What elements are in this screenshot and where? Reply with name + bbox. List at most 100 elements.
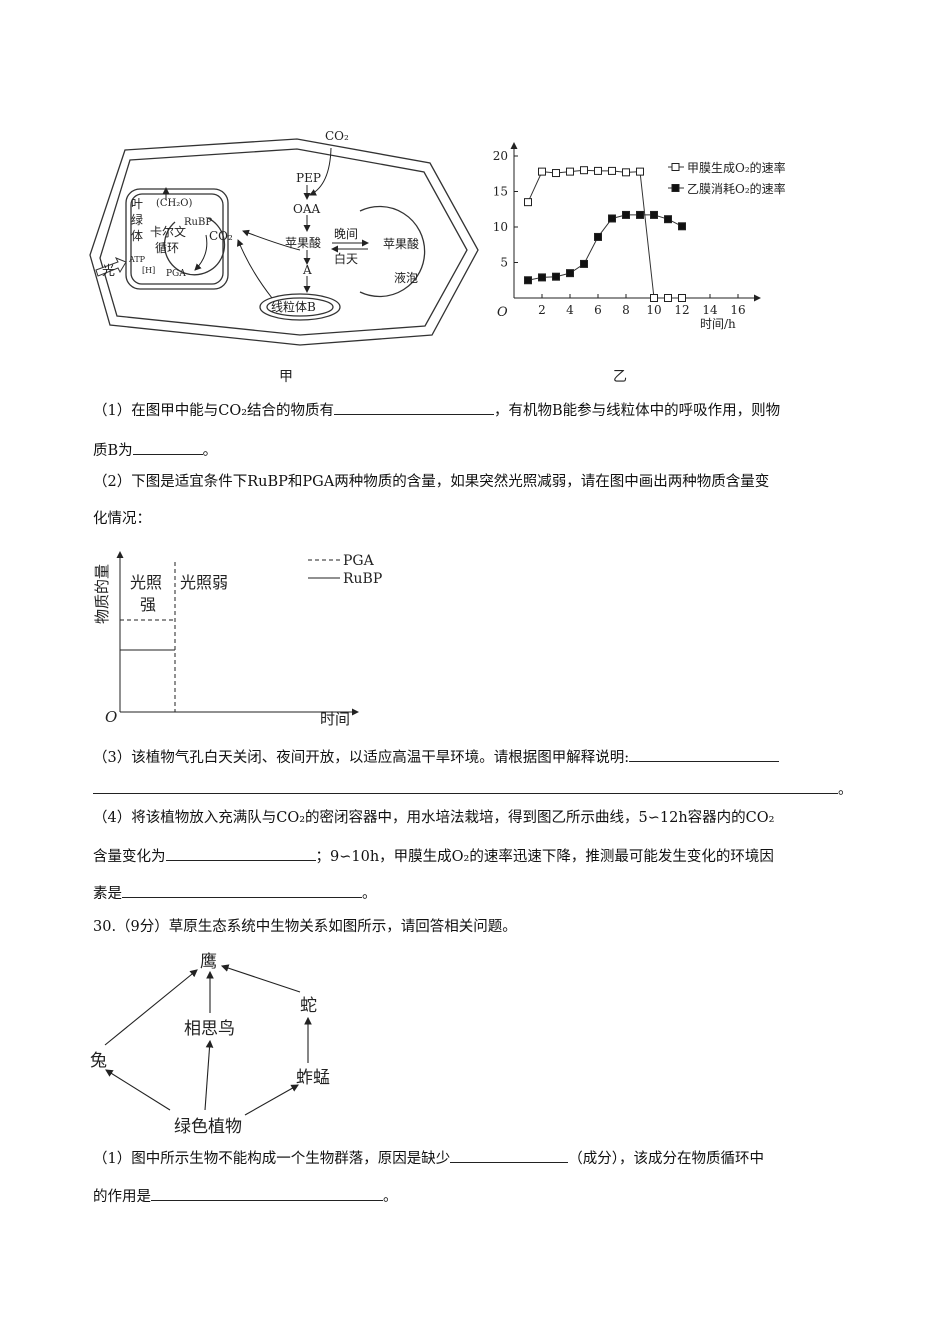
data-point <box>622 210 630 219</box>
q30-blank-2[interactable] <box>151 1186 383 1201</box>
data-point <box>580 259 588 268</box>
q3-text: （3）该植物气孔白天关闭、夜间开放，以适应高温干旱环境。请根据图甲解释说明: <box>93 750 630 766</box>
q3-line2: 。 <box>93 779 853 800</box>
y-tick-label: 5 <box>500 256 508 270</box>
arrow-plant-rabbit <box>105 1069 171 1111</box>
malic-acid-label: 苹果酸 <box>285 235 321 250</box>
q3-blank-2[interactable] <box>93 779 838 794</box>
data-point <box>566 269 574 278</box>
atp-label: ATP <box>128 255 146 264</box>
a-label: A <box>302 263 312 277</box>
calvin-label-2: 循环 <box>155 241 179 255</box>
weak-label: 光照弱 <box>180 573 228 592</box>
mitochondrion <box>259 293 341 321</box>
x-tick-label: 6 <box>594 303 602 317</box>
x-label: 时间 <box>320 710 350 728</box>
period: 。 <box>202 443 218 459</box>
q30-text: （1）图中所示生物不能构成一个生物群落，原因是缺少 <box>93 1151 451 1167</box>
data-point <box>678 294 686 302</box>
night-label: 晚间 <box>334 227 358 241</box>
q30-1-line2: 的作用是 。 <box>93 1186 398 1207</box>
arrow-plant-grasshopper <box>244 1084 299 1116</box>
x-tick-label: 16 <box>730 303 745 317</box>
origin-label: O <box>497 305 508 320</box>
arrow-plant-bird <box>204 1039 214 1111</box>
data-point <box>538 167 546 176</box>
q4-blank-2[interactable] <box>122 883 362 898</box>
data-point <box>608 214 616 223</box>
legend-marker <box>671 184 680 192</box>
q4-blank-1[interactable] <box>165 846 316 861</box>
q30-heading: 30.（9分）草原生态系统中生物关系如图所示，请回答相关问题。 <box>93 919 517 935</box>
data-point <box>538 273 546 282</box>
data-point <box>664 215 672 224</box>
q3-line1: （3）该植物气孔白天关闭、夜间开放，以适应高温干旱环境。请根据图甲解释说明: <box>93 747 780 768</box>
legend-marker <box>671 163 680 171</box>
period: 。 <box>362 886 377 902</box>
q1-blank-2[interactable] <box>132 440 203 455</box>
node-plant: 绿色植物 <box>174 1117 242 1137</box>
period: 。 <box>383 1189 398 1205</box>
node-rabbit: 兔 <box>90 1051 107 1071</box>
q4-line3: 素是 。 <box>93 883 377 904</box>
ch2o-label: (CH₂O) <box>156 198 192 209</box>
chloroplast-label-2: 绿 <box>131 212 143 227</box>
node-eagle: 鹰 <box>200 952 217 972</box>
period: 。 <box>838 782 853 798</box>
arrow-rabbit-eagle <box>104 969 198 1046</box>
oaa-label: OAA <box>293 202 321 216</box>
co2-chloroplast-label: CO₂ <box>209 229 233 243</box>
mitochondrion-label: 线粒体B <box>271 299 316 314</box>
x-axis-label: 时间/h <box>700 317 736 331</box>
arrow-snake-eagle <box>220 964 301 993</box>
q1-text-3: 质B为 <box>93 443 133 459</box>
q4-text-4: 素是 <box>93 886 122 902</box>
vacuole <box>359 205 426 298</box>
q4-line1: （4）将该植物放入充满队与CO₂的密闭容器中，用水培法栽培，得到图乙所示曲线，5… <box>93 810 775 826</box>
vacuole-malic-label: 苹果酸 <box>383 236 419 251</box>
data-point <box>580 166 588 175</box>
q30-blank-1[interactable] <box>450 1148 569 1163</box>
y-tick-label: 10 <box>493 220 508 234</box>
co2-top-label: CO₂ <box>325 129 349 143</box>
data-point <box>524 276 532 285</box>
y-tick-label: 20 <box>493 149 508 163</box>
q1-text: （1）在图甲中能与CO₂结合的物质有 <box>93 403 335 419</box>
x-tick-label: 2 <box>538 303 546 317</box>
q3-blank-1[interactable] <box>629 747 780 762</box>
q1-line1: （1）在图甲中能与CO₂结合的物质有，有机物B能参与线粒体中的呼吸作用，则物 <box>93 400 780 421</box>
data-point <box>636 167 644 176</box>
q30-text-2: （成分），该成分在物质循环中 <box>568 1151 764 1167</box>
q4-text-2: 含量变化为 <box>93 849 166 865</box>
strong-label-1: 光照 <box>130 573 162 592</box>
x-tick-label: 4 <box>566 303 574 317</box>
vacuole-label: 液泡 <box>394 270 418 285</box>
cell-wall-outer <box>89 138 479 346</box>
q2-line1: （2）下图是适宜条件下RuBP和PGA两种物质的含量，如果突然光照减弱，请在图中… <box>93 474 770 490</box>
q4-text-3: ；9∽10h，甲膜生成O₂的速率迅速下降，推测最可能发生变化的环境因 <box>315 849 774 865</box>
x-tick-label: 12 <box>674 303 689 317</box>
x-tick-label: 8 <box>622 303 630 317</box>
q30-1-line1: （1）图中所示生物不能构成一个生物群落，原因是缺少 （成分），该成分在物质循环中 <box>93 1148 764 1169</box>
node-snake: 蛇 <box>300 996 317 1016</box>
data-point <box>678 222 686 231</box>
data-point <box>594 166 602 175</box>
data-point <box>594 232 602 241</box>
q2-line2: 化情况： <box>93 511 151 527</box>
q30-text-3: 的作用是 <box>93 1189 151 1205</box>
data-point <box>524 198 532 207</box>
legend-label: 乙膜消耗O₂的速率 <box>687 181 786 196</box>
rubp-label: RuBP <box>184 217 212 228</box>
calvin-label-1: 卡尔文 <box>150 224 186 239</box>
data-point <box>566 167 574 176</box>
node-grasshopper: 蚱蜢 <box>296 1068 330 1088</box>
q4-line2: 含量变化为 ；9∽10h，甲膜生成O₂的速率迅速下降，推测最可能发生变化的环境因 <box>93 846 774 867</box>
legend-rubp: RuBP <box>343 571 382 587</box>
y-label: 物质的量 <box>93 564 111 624</box>
pep-label: PEP <box>296 171 321 185</box>
light-label: 光 <box>102 264 115 279</box>
pga-label: PGA <box>166 269 186 279</box>
q1-blank-1[interactable] <box>334 400 495 415</box>
data-point <box>608 166 616 175</box>
